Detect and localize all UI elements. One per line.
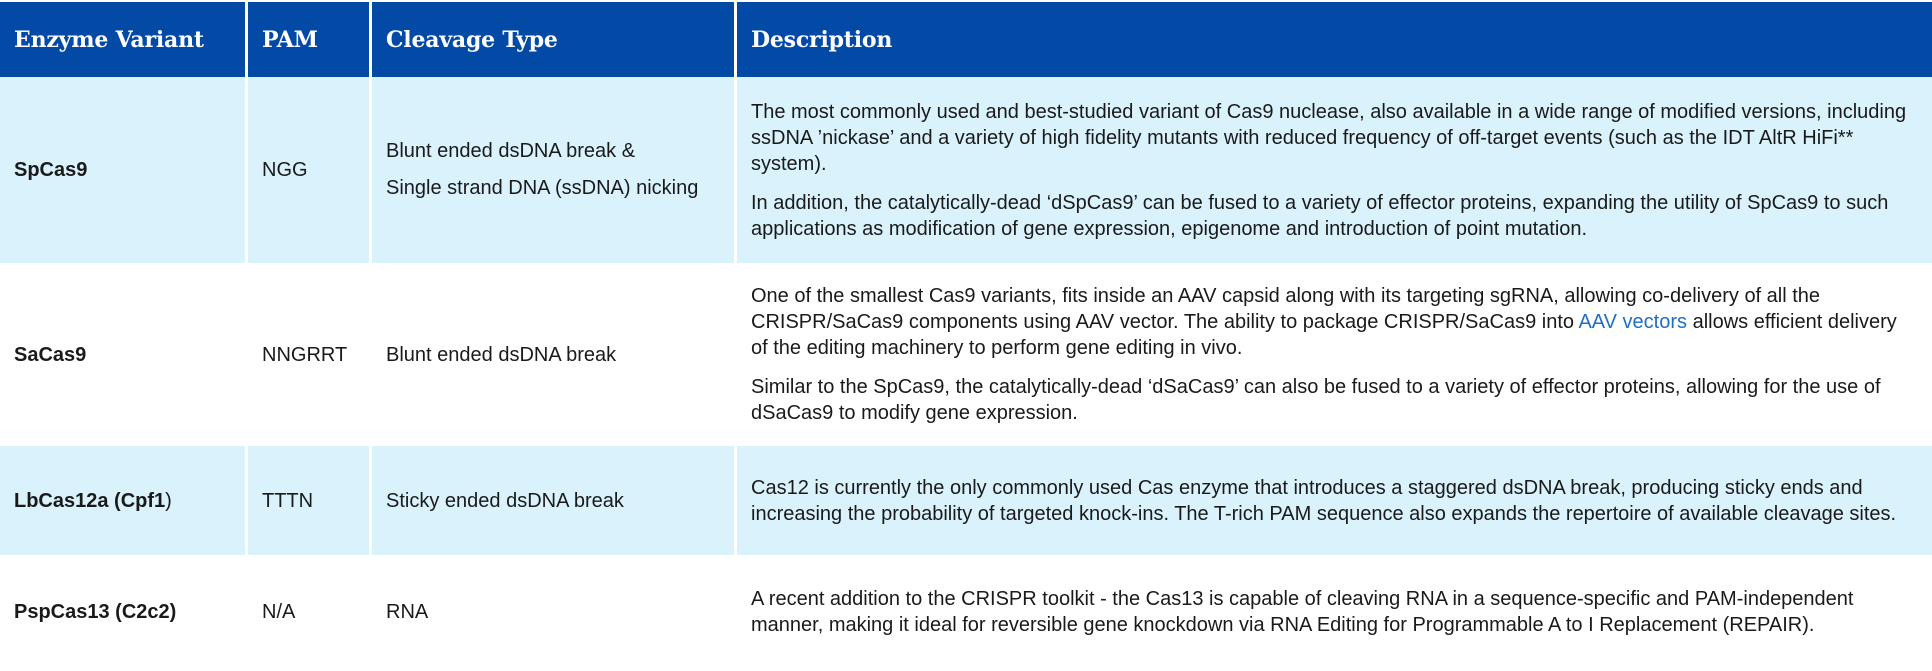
enzyme-variant-cell: SpCas9 bbox=[0, 77, 248, 263]
description-text: One of the smallest Cas9 variants, fits … bbox=[751, 285, 1821, 333]
enzyme-variant-name: LbCas12a (Cpf1 bbox=[14, 489, 166, 512]
table-header: Enzyme Variant PAM Cleavage Type Descrip… bbox=[0, 2, 1932, 77]
table-row: PspCas13 (C2c2) N/A RNA A recent additio… bbox=[0, 555, 1932, 669]
description-cell: Cas12 is currently the only commonly use… bbox=[737, 446, 1932, 555]
enzyme-variant-cell: SaCas9 bbox=[0, 263, 248, 446]
header-pam: PAM bbox=[248, 2, 372, 77]
enzyme-variant-name: SpCas9 bbox=[14, 159, 88, 181]
description-cell: A recent addition to the CRISPR toolkit … bbox=[737, 555, 1932, 669]
description-paragraph: In addition, the catalytically-dead ‘dSp… bbox=[751, 191, 1889, 240]
enzyme-variant-suffix: ) bbox=[165, 489, 172, 512]
header-cleavage-type: Cleavage Type bbox=[372, 2, 737, 77]
enzyme-variant-name: PspCas13 (C2c2) bbox=[14, 601, 177, 623]
pam-cell: N/A bbox=[248, 555, 372, 669]
enzyme-variant-cell: PspCas13 (C2c2) bbox=[0, 555, 248, 669]
header-row: Enzyme Variant PAM Cleavage Type Descrip… bbox=[0, 2, 1932, 77]
description-paragraph: Similar to the SpCas9, the catalytically… bbox=[751, 376, 1881, 424]
cleavage-type-cell: Blunt ended dsDNA break & Single strand … bbox=[372, 77, 737, 263]
cleavage-line: RNA bbox=[386, 601, 429, 623]
table-body: SpCas9 NGG Blunt ended dsDNA break & Sin… bbox=[0, 77, 1932, 669]
enzyme-variant-name: SaCas9 bbox=[14, 343, 87, 366]
aav-vectors-link[interactable]: AAV vectors bbox=[1578, 311, 1688, 333]
description-paragraph: The most commonly used and best-studied … bbox=[751, 100, 1907, 175]
header-description: Description bbox=[737, 2, 1932, 77]
description-paragraph: One of the smallest Cas9 variants, fits … bbox=[751, 283, 1918, 361]
table-row: LbCas12a (Cpf1) TTTN Sticky ended dsDNA … bbox=[0, 446, 1932, 555]
cleavage-line: Blunt ended dsDNA break bbox=[386, 343, 617, 366]
description-cell: One of the smallest Cas9 variants, fits … bbox=[737, 263, 1932, 446]
cleavage-line: Single strand DNA (ssDNA) nicking bbox=[386, 177, 699, 199]
header-enzyme-variant: Enzyme Variant bbox=[0, 2, 248, 77]
description-cell: The most commonly used and best-studied … bbox=[737, 77, 1932, 263]
table-row: SpCas9 NGG Blunt ended dsDNA break & Sin… bbox=[0, 77, 1932, 263]
cleavage-line: Blunt ended dsDNA break & bbox=[386, 140, 636, 162]
pam-cell: NGG bbox=[248, 77, 372, 263]
pam-cell: NNGRRT bbox=[248, 263, 372, 446]
cleavage-type-cell: Blunt ended dsDNA break bbox=[372, 263, 737, 446]
table-row: SaCas9 NNGRRT Blunt ended dsDNA break On… bbox=[0, 263, 1932, 446]
enzyme-variant-cell: LbCas12a (Cpf1) bbox=[0, 446, 248, 555]
cleavage-type-cell: RNA bbox=[372, 555, 737, 669]
cleavage-line: Sticky ended dsDNA break bbox=[386, 489, 624, 512]
description-paragraph: Cas12 is currently the only commonly use… bbox=[751, 476, 1897, 525]
pam-cell: TTTN bbox=[248, 446, 372, 555]
description-text: allows efficient delivery of the editing… bbox=[751, 311, 1897, 359]
description-paragraph: A recent addition to the CRISPR toolkit … bbox=[751, 588, 1854, 636]
cleavage-type-cell: Sticky ended dsDNA break bbox=[372, 446, 737, 555]
